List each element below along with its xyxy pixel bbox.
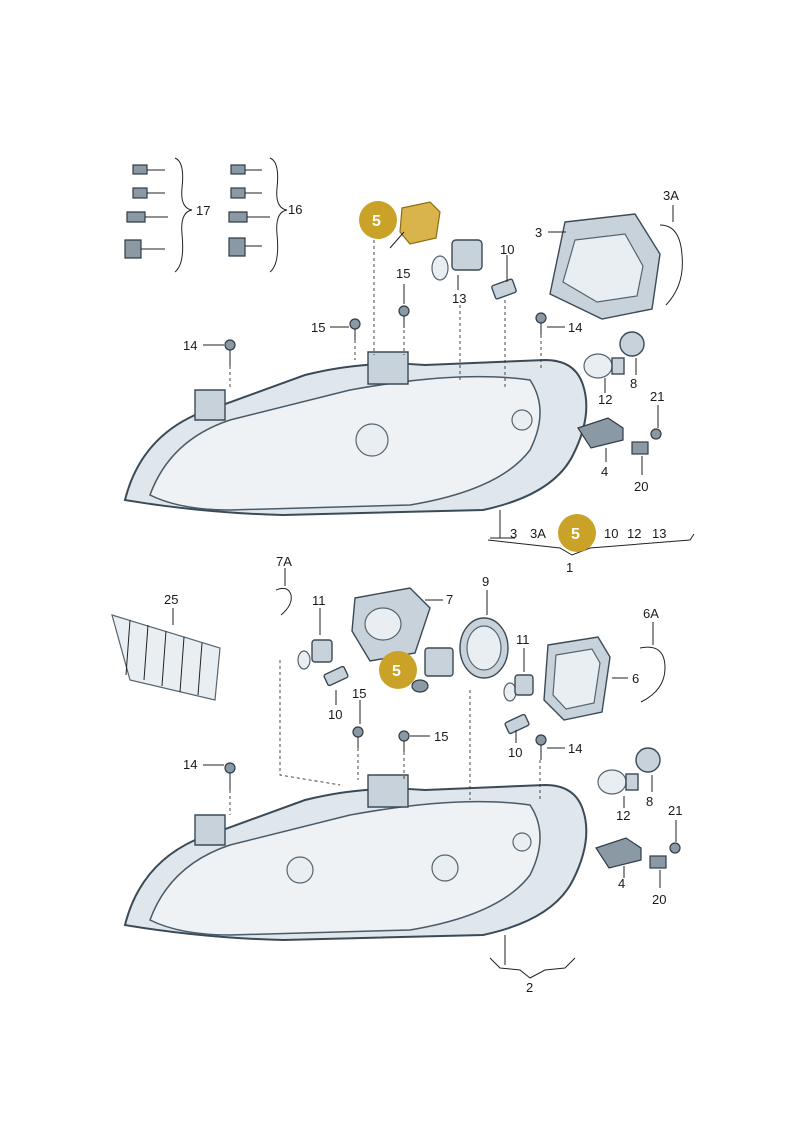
label-8-top: 8 xyxy=(630,376,637,391)
label-12-top: 12 xyxy=(598,392,612,407)
ring-9 xyxy=(459,617,509,679)
label-14-top-left: 14 xyxy=(183,338,197,353)
label-6A: 6A xyxy=(643,606,659,621)
badge-5-top: 5 xyxy=(359,201,397,239)
label-4-top: 4 xyxy=(601,464,608,479)
headlight-housing-bottom xyxy=(123,774,588,942)
screw-14-top-left xyxy=(224,339,236,366)
bulb-12-bottom xyxy=(597,769,639,795)
label-8-bottom: 8 xyxy=(646,794,653,809)
screw-21-top xyxy=(650,428,662,440)
label-10-mid-left: 10 xyxy=(328,707,342,722)
label-21-bottom: 21 xyxy=(668,803,682,818)
svg-text:5: 5 xyxy=(372,213,381,230)
label-9: 9 xyxy=(482,574,489,589)
label-2: 2 xyxy=(526,980,533,995)
label-16: 16 xyxy=(288,202,302,217)
bulb-13 xyxy=(431,239,483,281)
screw-15-c xyxy=(352,726,364,748)
screw-15-b xyxy=(349,318,361,340)
label-11-left: 11 xyxy=(312,593,326,608)
bracket-4-top xyxy=(577,417,624,449)
label-15-a: 15 xyxy=(396,266,410,281)
label-10-mid-right: 10 xyxy=(508,745,522,760)
label-7: 7 xyxy=(446,592,453,607)
clip-set-17 xyxy=(124,157,193,273)
wire-clip-6A xyxy=(639,646,666,703)
svg-text:5: 5 xyxy=(571,526,580,543)
label-20-bottom: 20 xyxy=(652,892,666,907)
label-13: 13 xyxy=(452,291,466,306)
label-21-top: 21 xyxy=(650,389,664,404)
bulb-11-left xyxy=(297,639,333,670)
label-14-bottom-left: 14 xyxy=(183,757,197,772)
screw-15-d xyxy=(398,730,410,752)
label-25: 25 xyxy=(164,592,178,607)
screw-14-top-right xyxy=(535,312,547,335)
bulb-11-right xyxy=(503,674,534,702)
headlight-housing-top xyxy=(123,351,588,517)
wire-clip-3A xyxy=(659,224,683,306)
cover-cap-3 xyxy=(549,213,661,320)
badge-5-bottom: 5 xyxy=(379,651,417,689)
screw-21-bottom xyxy=(669,842,681,854)
svg-text:10: 10 xyxy=(604,526,618,541)
clip-set-16 xyxy=(228,157,288,273)
svg-text:3: 3 xyxy=(510,526,517,541)
label-3: 3 xyxy=(535,225,542,240)
label-4-bottom: 4 xyxy=(618,876,625,891)
svg-text:5: 5 xyxy=(392,663,401,680)
reflector-strip-25 xyxy=(111,614,221,701)
bulb-12-top xyxy=(583,353,625,379)
label-6: 6 xyxy=(632,671,639,686)
label-7A: 7A xyxy=(276,554,292,569)
bulb-10-mid-right xyxy=(504,713,530,735)
label-15-b: 15 xyxy=(311,320,325,335)
svg-text:3A: 3A xyxy=(530,526,546,541)
socket-8-bottom xyxy=(635,747,661,773)
screw-15-a xyxy=(398,305,410,328)
wire-clip-7A xyxy=(275,587,292,616)
reflector-7 xyxy=(351,587,431,662)
label-14-mid-right: 14 xyxy=(568,741,582,756)
screw-14-bottom-left xyxy=(224,762,236,790)
actuator-part-5-bottom xyxy=(411,647,454,693)
bulb-10-top xyxy=(491,278,517,300)
group-1-labels: 3 3A 10 12 13 xyxy=(510,526,666,541)
nut-20-top xyxy=(631,441,649,455)
screw-14-mid-right xyxy=(535,734,547,760)
label-1: 1 xyxy=(566,560,573,575)
svg-text:13: 13 xyxy=(652,526,666,541)
nut-20-bottom xyxy=(649,855,667,869)
svg-text:12: 12 xyxy=(627,526,641,541)
bulb-10-mid-left xyxy=(323,665,349,687)
label-11-right: 11 xyxy=(516,632,530,647)
bracket-4-bottom xyxy=(595,837,642,869)
socket-8-top xyxy=(619,331,645,357)
label-14-top-right: 14 xyxy=(568,320,582,335)
badge-5-group: 5 xyxy=(558,514,596,552)
label-3A-top: 3A xyxy=(663,188,679,203)
label-15-d: 15 xyxy=(434,729,448,744)
label-15-c: 15 xyxy=(352,686,366,701)
label-10-top: 10 xyxy=(500,242,514,257)
cover-cap-6 xyxy=(543,636,611,721)
label-20-top: 20 xyxy=(634,479,648,494)
label-12-bottom: 12 xyxy=(616,808,630,823)
actuator-part-5-top xyxy=(389,201,441,249)
label-17: 17 xyxy=(196,203,210,218)
